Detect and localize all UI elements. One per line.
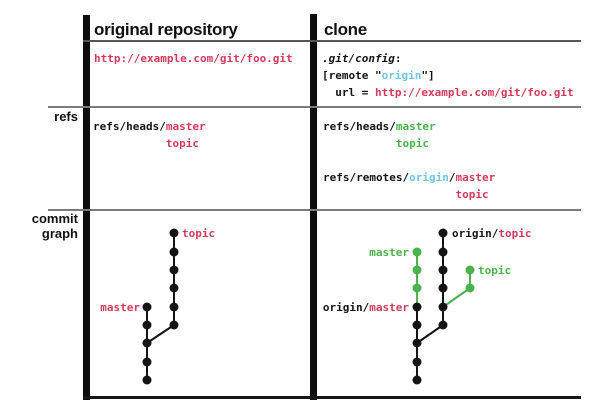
ref-remote-topic: topic	[455, 188, 489, 201]
commit-edge	[416, 324, 444, 344]
commit-node	[438, 283, 448, 293]
repo-url: http://example.com/git/foo.git	[374, 86, 574, 99]
commit-node	[465, 265, 475, 275]
clone-refs-block: refs/heads/master topic refs/remotes/ori…	[323, 118, 495, 203]
commit-node	[438, 302, 448, 312]
ref-prefix: refs/heads/	[93, 120, 166, 133]
label-origin-master: origin/master	[323, 301, 409, 314]
clone-config-block: .git/config:[remote "origin"] url = http…	[322, 50, 574, 101]
label-segment: origin/	[323, 301, 370, 314]
remote-close: "]	[421, 69, 435, 82]
slash: /	[448, 171, 456, 184]
commit-node	[142, 320, 152, 330]
commit-node	[169, 320, 179, 330]
commit-edge	[442, 287, 471, 308]
label-segment: topic	[182, 227, 215, 240]
commit-node	[169, 302, 179, 312]
commit-node	[142, 302, 152, 312]
original-repo-url-block: http://example.com/git/foo.git	[94, 50, 293, 67]
commit-node	[412, 283, 422, 293]
bottom-border	[83, 396, 581, 399]
label-segment: master	[369, 246, 409, 259]
commit-node	[412, 302, 422, 312]
code-line: refs/heads/master	[323, 118, 495, 135]
original-repository-title: original repository	[94, 20, 238, 39]
code-line: [remote "origin"]	[322, 67, 574, 84]
url-key: url =	[322, 86, 375, 99]
code-line: url = http://example.com/git/foo.git	[322, 84, 574, 101]
label-master: master	[369, 246, 409, 259]
commit-node	[465, 283, 475, 293]
commit-graph-row-divider	[48, 209, 581, 211]
ref-prefix: refs/remotes/	[323, 171, 410, 184]
config-colon: :	[394, 52, 402, 65]
header-underline	[83, 40, 581, 42]
original-column-bar	[83, 15, 90, 400]
commit-node	[169, 283, 179, 293]
ref-master: master	[395, 120, 436, 133]
row-label-commit-graph: commit graph	[31, 211, 78, 241]
commit-node	[438, 320, 448, 330]
ref-remote-master: master	[455, 171, 496, 184]
label-segment: origin/	[452, 227, 499, 240]
remote-name: origin	[409, 171, 449, 184]
commit-node	[412, 375, 422, 385]
refs-row-divider	[48, 106, 581, 108]
remote-open: [remote "	[322, 69, 382, 82]
ref-topic: topic	[165, 137, 199, 150]
config-filename: .git/config	[322, 52, 395, 65]
commit-node	[412, 320, 422, 330]
commit-graph-original-repository: topic master	[100, 227, 215, 385]
code-line: topic	[323, 135, 495, 152]
code-line: topic	[93, 135, 206, 152]
commit-node	[412, 338, 422, 348]
label-segment: master	[369, 301, 409, 314]
original-refs-block: refs/heads/master topic	[93, 118, 206, 152]
commit-node	[412, 247, 422, 257]
ref-prefix: refs/heads/	[323, 120, 396, 133]
clone-column-bar	[310, 14, 317, 400]
commit-edge	[146, 324, 175, 344]
code-line: http://example.com/git/foo.git	[94, 50, 293, 67]
label-segment: topic	[498, 227, 531, 240]
commit-node	[169, 228, 179, 238]
repo-url: http://example.com/git/foo.git	[94, 52, 293, 65]
label-topic: topic	[478, 264, 511, 277]
commit-node	[412, 357, 422, 367]
label-topic: topic	[182, 227, 215, 240]
label-master: master	[100, 301, 140, 314]
commit-node	[169, 247, 179, 257]
commit-node	[438, 228, 448, 238]
commit-node	[438, 265, 448, 275]
code-line: refs/remotes/origin/master	[323, 169, 495, 186]
row-label-refs: refs	[54, 109, 78, 124]
ref-master: master	[165, 120, 206, 133]
commit-node	[412, 265, 422, 275]
code-line: .git/config:	[322, 50, 574, 67]
label-origin-topic: origin/topic	[452, 227, 531, 240]
clone-title: clone	[324, 20, 367, 39]
code-line: refs/heads/master	[93, 118, 206, 135]
commit-node	[438, 247, 448, 257]
commit-node	[142, 338, 152, 348]
code-line: topic	[323, 186, 495, 203]
commit-node	[169, 265, 179, 275]
label-segment: master	[100, 301, 140, 314]
commit-node	[142, 357, 152, 367]
label-segment: topic	[478, 264, 511, 277]
remote-name: origin	[381, 69, 422, 82]
ref-topic: topic	[395, 137, 429, 150]
commit-node	[142, 375, 152, 385]
